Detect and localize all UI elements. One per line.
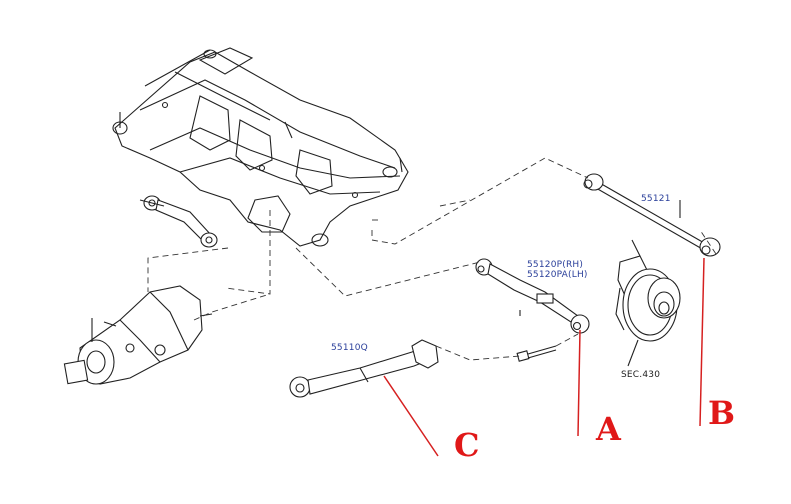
- callout-line-a: [577, 329, 581, 437]
- label-lower-link-lh: 55120PA(LH): [527, 270, 588, 280]
- upper-link-b: [583, 173, 721, 257]
- wheel-hub: [615, 239, 681, 367]
- callout-line-b: [699, 257, 705, 427]
- callout-b: B: [708, 394, 735, 432]
- callout-c: C: [454, 426, 479, 464]
- leader-lines: [147, 157, 717, 361]
- trailing-link-c: [289, 339, 439, 398]
- stabilizer-link: [139, 195, 218, 248]
- label-section-ref: SEC.430: [621, 370, 660, 380]
- differential-assembly: [63, 285, 213, 385]
- label-trailing-link: 55110Q: [331, 343, 368, 353]
- callout-lines: [383, 257, 705, 457]
- lower-link-a: [475, 258, 590, 334]
- callout-line-c: [383, 375, 439, 457]
- callout-a: A: [595, 410, 622, 448]
- rear-subframe: [112, 47, 409, 247]
- label-upper-link: 55121: [641, 194, 671, 204]
- bolt: [516, 345, 557, 362]
- label-lower-link-rh: 55120P(RH): [527, 260, 583, 270]
